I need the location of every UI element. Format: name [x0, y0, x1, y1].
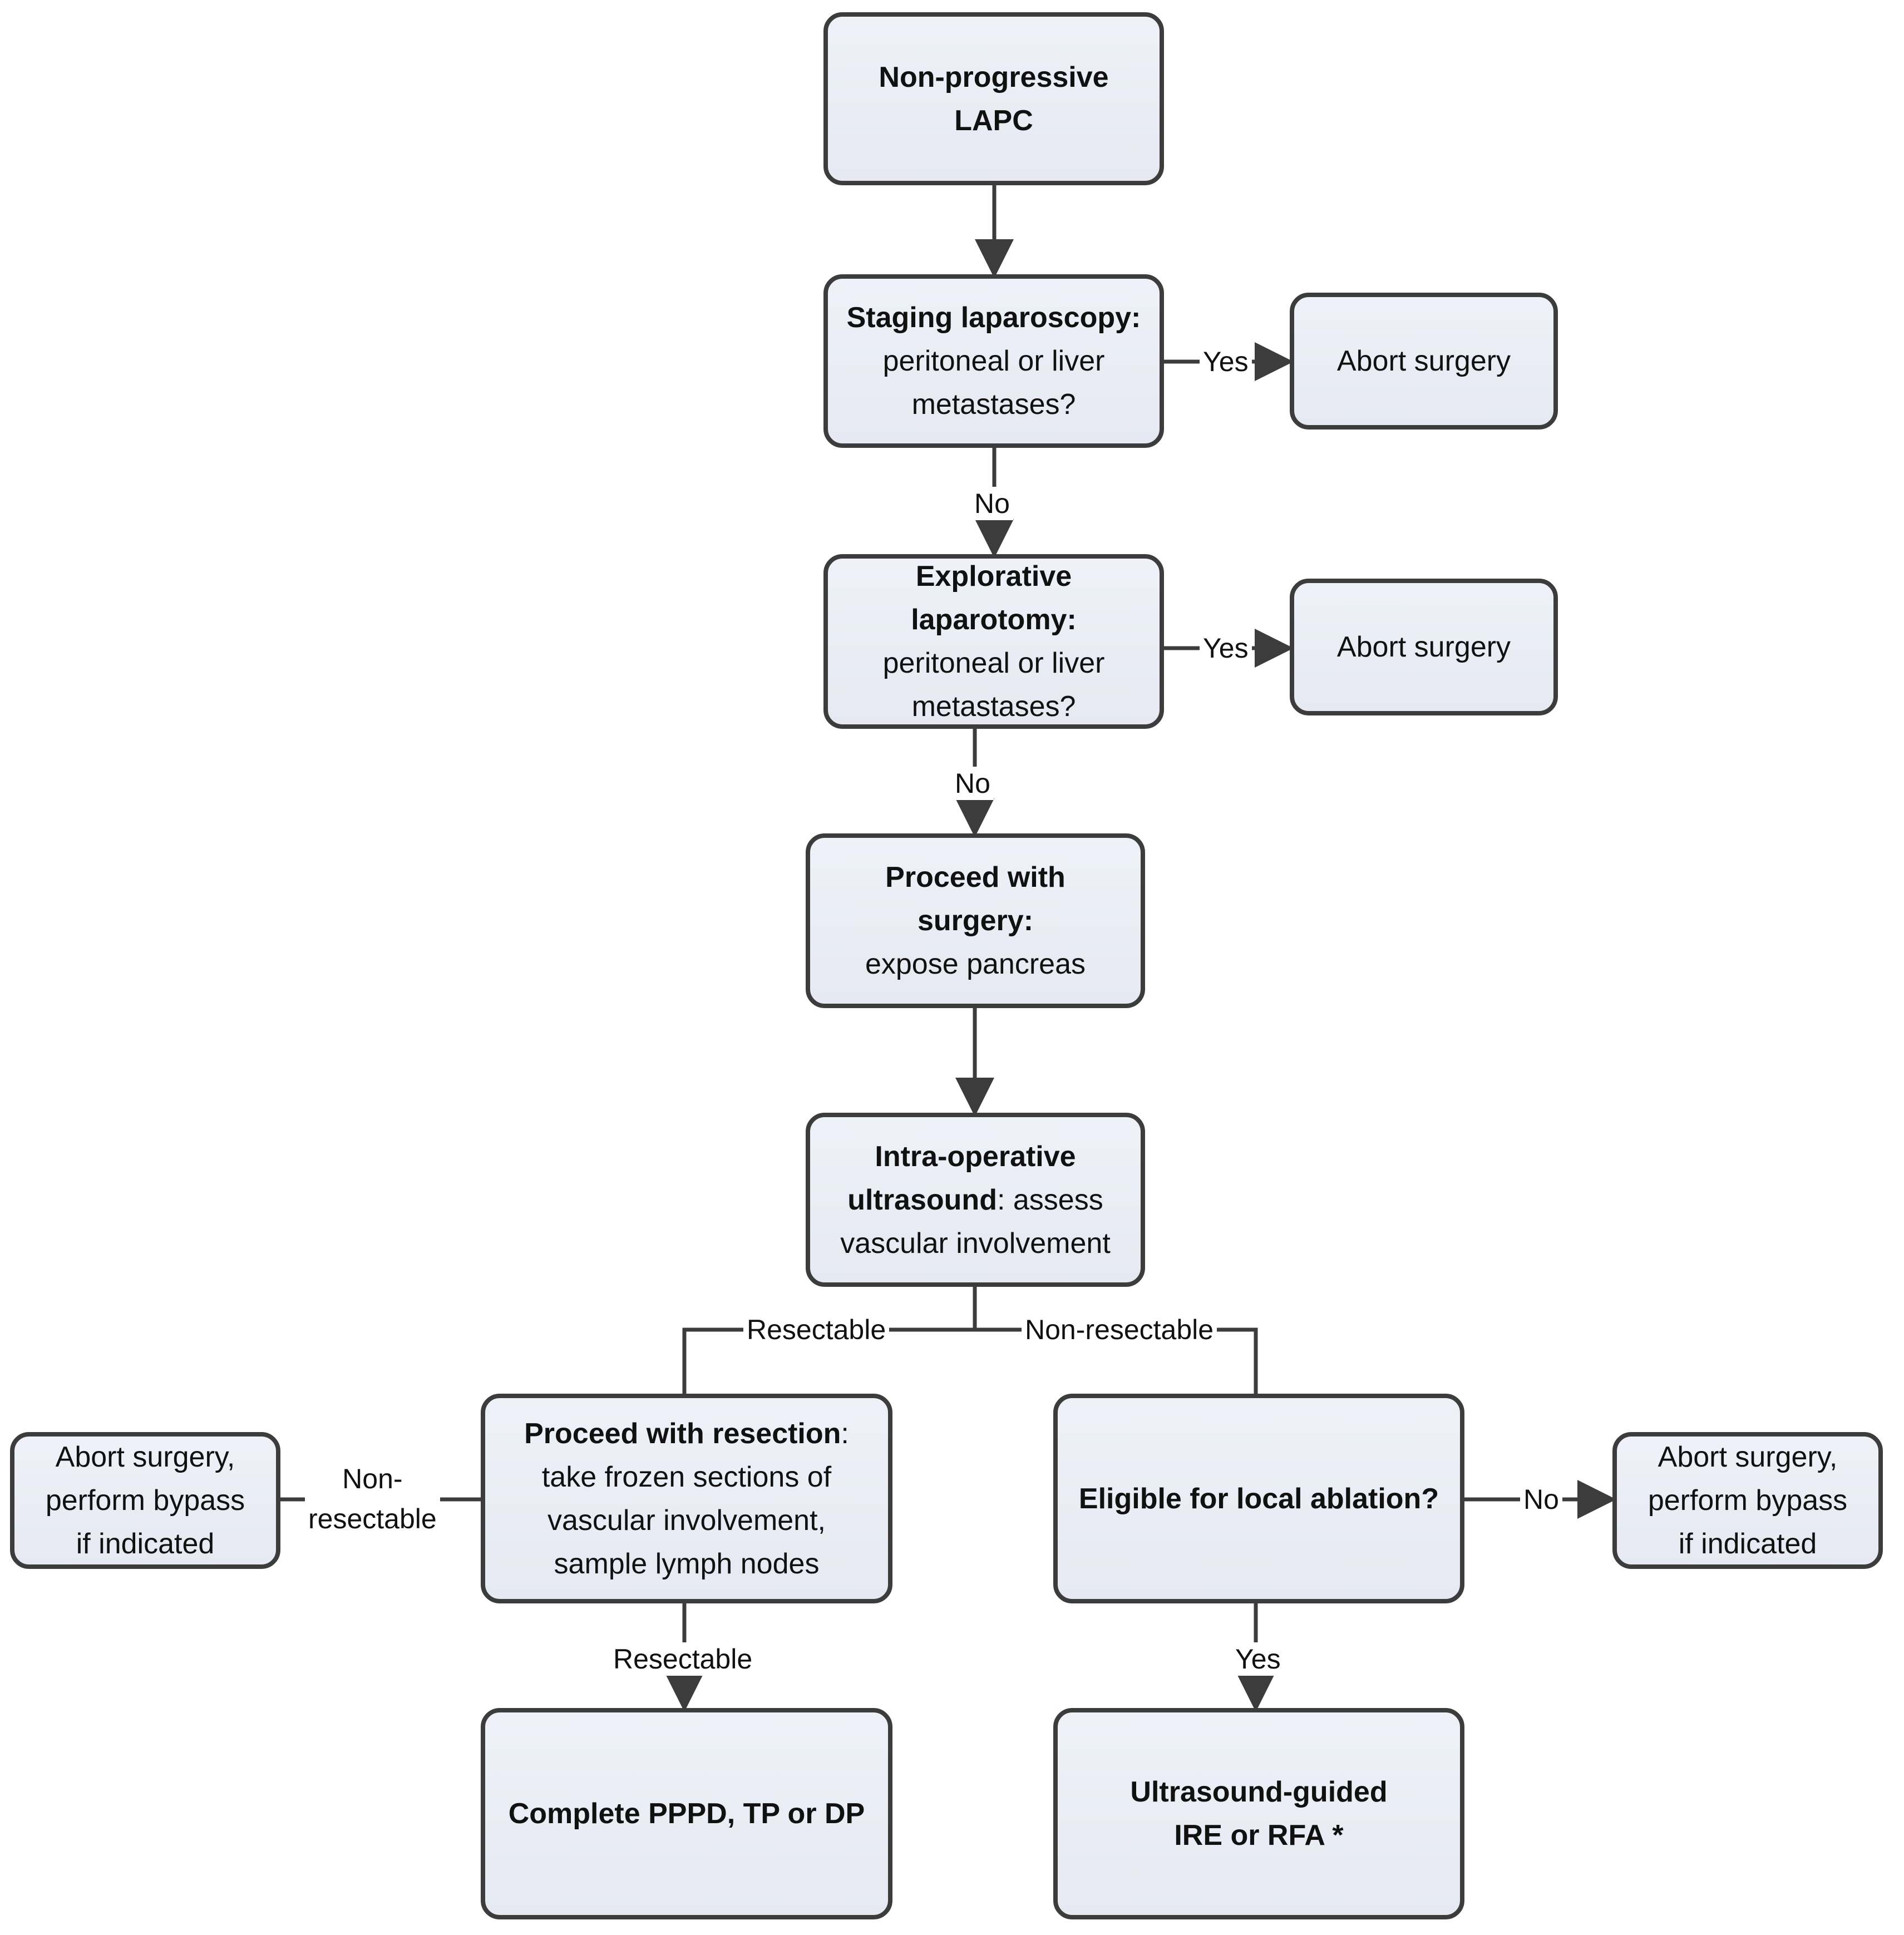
node-text: : assess — [997, 1183, 1103, 1216]
node-abort-bypass-left: Abort surgery, perform bypass if indicat… — [10, 1432, 280, 1569]
edge-label-staging-yes: Yes — [1200, 345, 1252, 378]
node-text: perform bypass — [1647, 1484, 1848, 1517]
node-text: perform bypass — [45, 1484, 245, 1517]
node-title: surgery: — [917, 905, 1034, 937]
node-text: take frozen sections of — [541, 1460, 832, 1493]
node-proceed-with-surgery: Proceed with surgery: expose pancreas — [806, 833, 1145, 1008]
node-text: Non-progressive — [879, 61, 1109, 93]
edge-label-resection-resectable: Resectable — [610, 1642, 756, 1676]
node-text: metastases? — [911, 388, 1076, 421]
edge-label-explore-no: No — [951, 767, 994, 800]
node-text-line: Proceed with resection: — [524, 1412, 849, 1455]
edge-label-eligible-no: No — [1520, 1483, 1562, 1516]
edge-label-line: resectable — [308, 1503, 437, 1534]
node-text: vascular involvement, — [547, 1504, 826, 1537]
node-text: if indicated — [1678, 1528, 1817, 1560]
node-text: LAPC — [954, 104, 1033, 137]
node-complete-resection: Complete PPPD, TP or DP — [481, 1708, 892, 1919]
node-ultrasound-guided-ablation: Ultrasound-guided IRE or RFA * — [1053, 1708, 1464, 1919]
node-staging-laparoscopy: Staging laparoscopy: peritoneal or liver… — [823, 274, 1164, 448]
node-intra-operative-ultrasound: Intra-operative ultrasound: assess vascu… — [806, 1113, 1145, 1287]
node-title: IRE or RFA * — [1174, 1819, 1344, 1852]
node-title: Eligible for local ablation? — [1078, 1482, 1439, 1515]
node-abort-bypass-right: Abort surgery, perform bypass if indicat… — [1612, 1432, 1883, 1569]
node-title: Explorative — [915, 560, 1072, 593]
node-text-line: ultrasound: assess — [847, 1178, 1103, 1222]
edge-label-resection-nonresectable: Non- resectable — [305, 1459, 440, 1539]
node-text: peritoneal or liver — [882, 345, 1105, 377]
node-title: Intra-operative — [875, 1140, 1076, 1173]
node-abort-surgery-1: Abort surgery — [1290, 293, 1558, 430]
node-text: Abort surgery, — [55, 1441, 235, 1473]
edge-label-eligible-yes: Yes — [1232, 1642, 1284, 1676]
node-title: laparotomy: — [911, 604, 1077, 636]
node-text: : — [841, 1417, 849, 1450]
edge-label-ious-nonresectable: Non-resectable — [1022, 1313, 1217, 1346]
edge-label-ious-resectable: Resectable — [743, 1313, 890, 1346]
edge-label-staging-no: No — [971, 487, 1013, 520]
node-text: sample lymph nodes — [554, 1547, 820, 1580]
node-text: Abort surgery — [1336, 345, 1511, 377]
node-title: Ultrasound-guided — [1130, 1776, 1388, 1808]
node-text: vascular involvement — [840, 1227, 1111, 1260]
node-text: metastases? — [911, 690, 1076, 723]
node-text: if indicated — [76, 1528, 215, 1560]
node-text: Abort surgery, — [1658, 1441, 1838, 1473]
node-text: expose pancreas — [865, 948, 1086, 980]
node-non-progressive-lapc: Non-progressive LAPC — [823, 12, 1164, 185]
node-title: Staging laparoscopy: — [846, 302, 1141, 334]
node-proceed-with-resection: Proceed with resection: take frozen sect… — [481, 1394, 892, 1603]
node-text: Abort surgery — [1336, 631, 1511, 663]
node-text: peritoneal or liver — [882, 647, 1105, 679]
node-title: Complete PPPD, TP or DP — [508, 1798, 865, 1830]
node-title: Proceed with resection — [524, 1417, 841, 1450]
node-title: ultrasound — [847, 1183, 997, 1216]
node-title: Proceed with — [885, 861, 1066, 894]
edge-label-explore-yes: Yes — [1200, 631, 1252, 665]
node-abort-surgery-2: Abort surgery — [1290, 579, 1558, 715]
node-eligible-for-local-ablation: Eligible for local ablation? — [1053, 1394, 1464, 1603]
edge-label-line: Non- — [342, 1463, 403, 1494]
node-explorative-laparotomy: Explorative laparotomy: peritoneal or li… — [823, 554, 1164, 729]
